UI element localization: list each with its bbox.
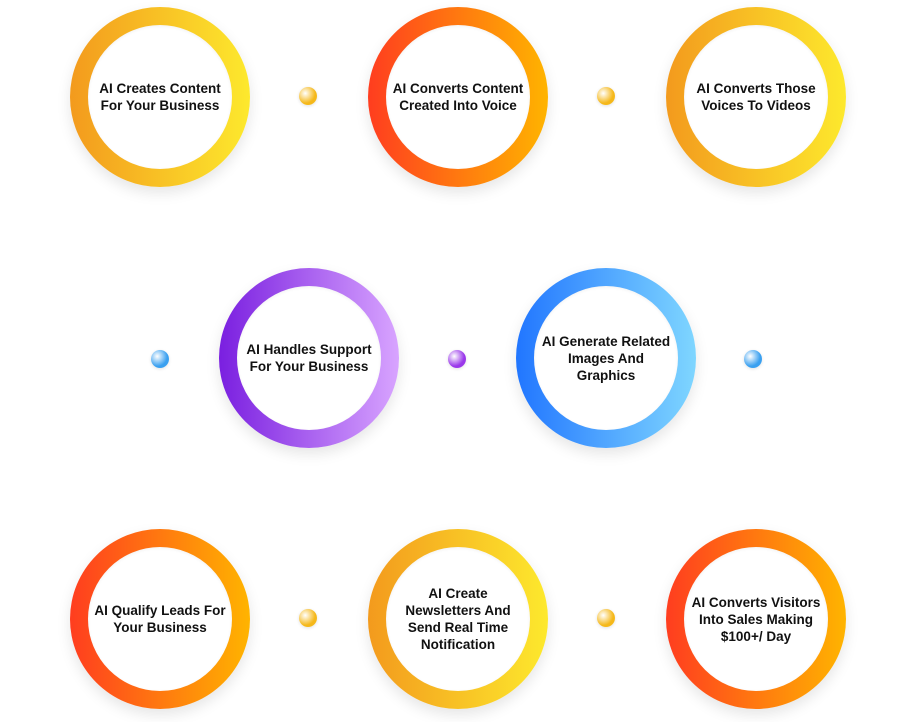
feature-label: AI Converts Content Created Into Voice [392,81,524,113]
connector-dot [597,609,615,627]
connector-dot [299,87,317,105]
feature-circle-converts-visitors: AI Converts Visitors Into Sales Making $… [666,529,846,709]
feature-circle-handles-support: AI Handles Support For Your Business [219,268,399,448]
feature-circle-inner: AI Converts Those Voices To Videos [684,25,828,169]
feature-label: AI Handles Support For Your Business [246,342,372,374]
connector-dot [448,350,466,368]
feature-label: AI Converts Those Voices To Videos [696,81,816,113]
feature-circle-inner: AI Create Newsletters And Send Real Time… [386,547,530,691]
feature-label: AI Create Newsletters And Send Real Time… [405,586,511,652]
connector-dot [597,87,615,105]
feature-circle-newsletters: AI Create Newsletters And Send Real Time… [368,529,548,709]
connector-dot [151,350,169,368]
feature-circle-inner: AI Converts Visitors Into Sales Making $… [684,547,828,691]
feature-label: AI Qualify Leads For Your Business [94,603,226,635]
feature-circle-inner: AI Handles Support For Your Business [237,286,381,430]
feature-circle-generate-images: AI Generate Related Images And Graphics [516,268,696,448]
feature-circle-converts-to-voice: AI Converts Content Created Into Voice [368,7,548,187]
feature-circle-voices-to-videos: AI Converts Those Voices To Videos [666,7,846,187]
feature-circle-inner: AI Converts Content Created Into Voice [386,25,530,169]
feature-label: AI Generate Related Images And Graphics [541,333,671,383]
feature-circle-inner: AI Creates Content For Your Business [88,25,232,169]
feature-circle-qualify-leads: AI Qualify Leads For Your Business [70,529,250,709]
feature-label: AI Creates Content For Your Business [99,81,221,113]
feature-circle-creates-content: AI Creates Content For Your Business [70,7,250,187]
feature-circle-inner: AI Qualify Leads For Your Business [88,547,232,691]
connector-dot [299,609,317,627]
connector-dot [744,350,762,368]
feature-circle-inner: AI Generate Related Images And Graphics [534,286,678,430]
feature-label: AI Converts Visitors Into Sales Making $… [691,594,821,644]
